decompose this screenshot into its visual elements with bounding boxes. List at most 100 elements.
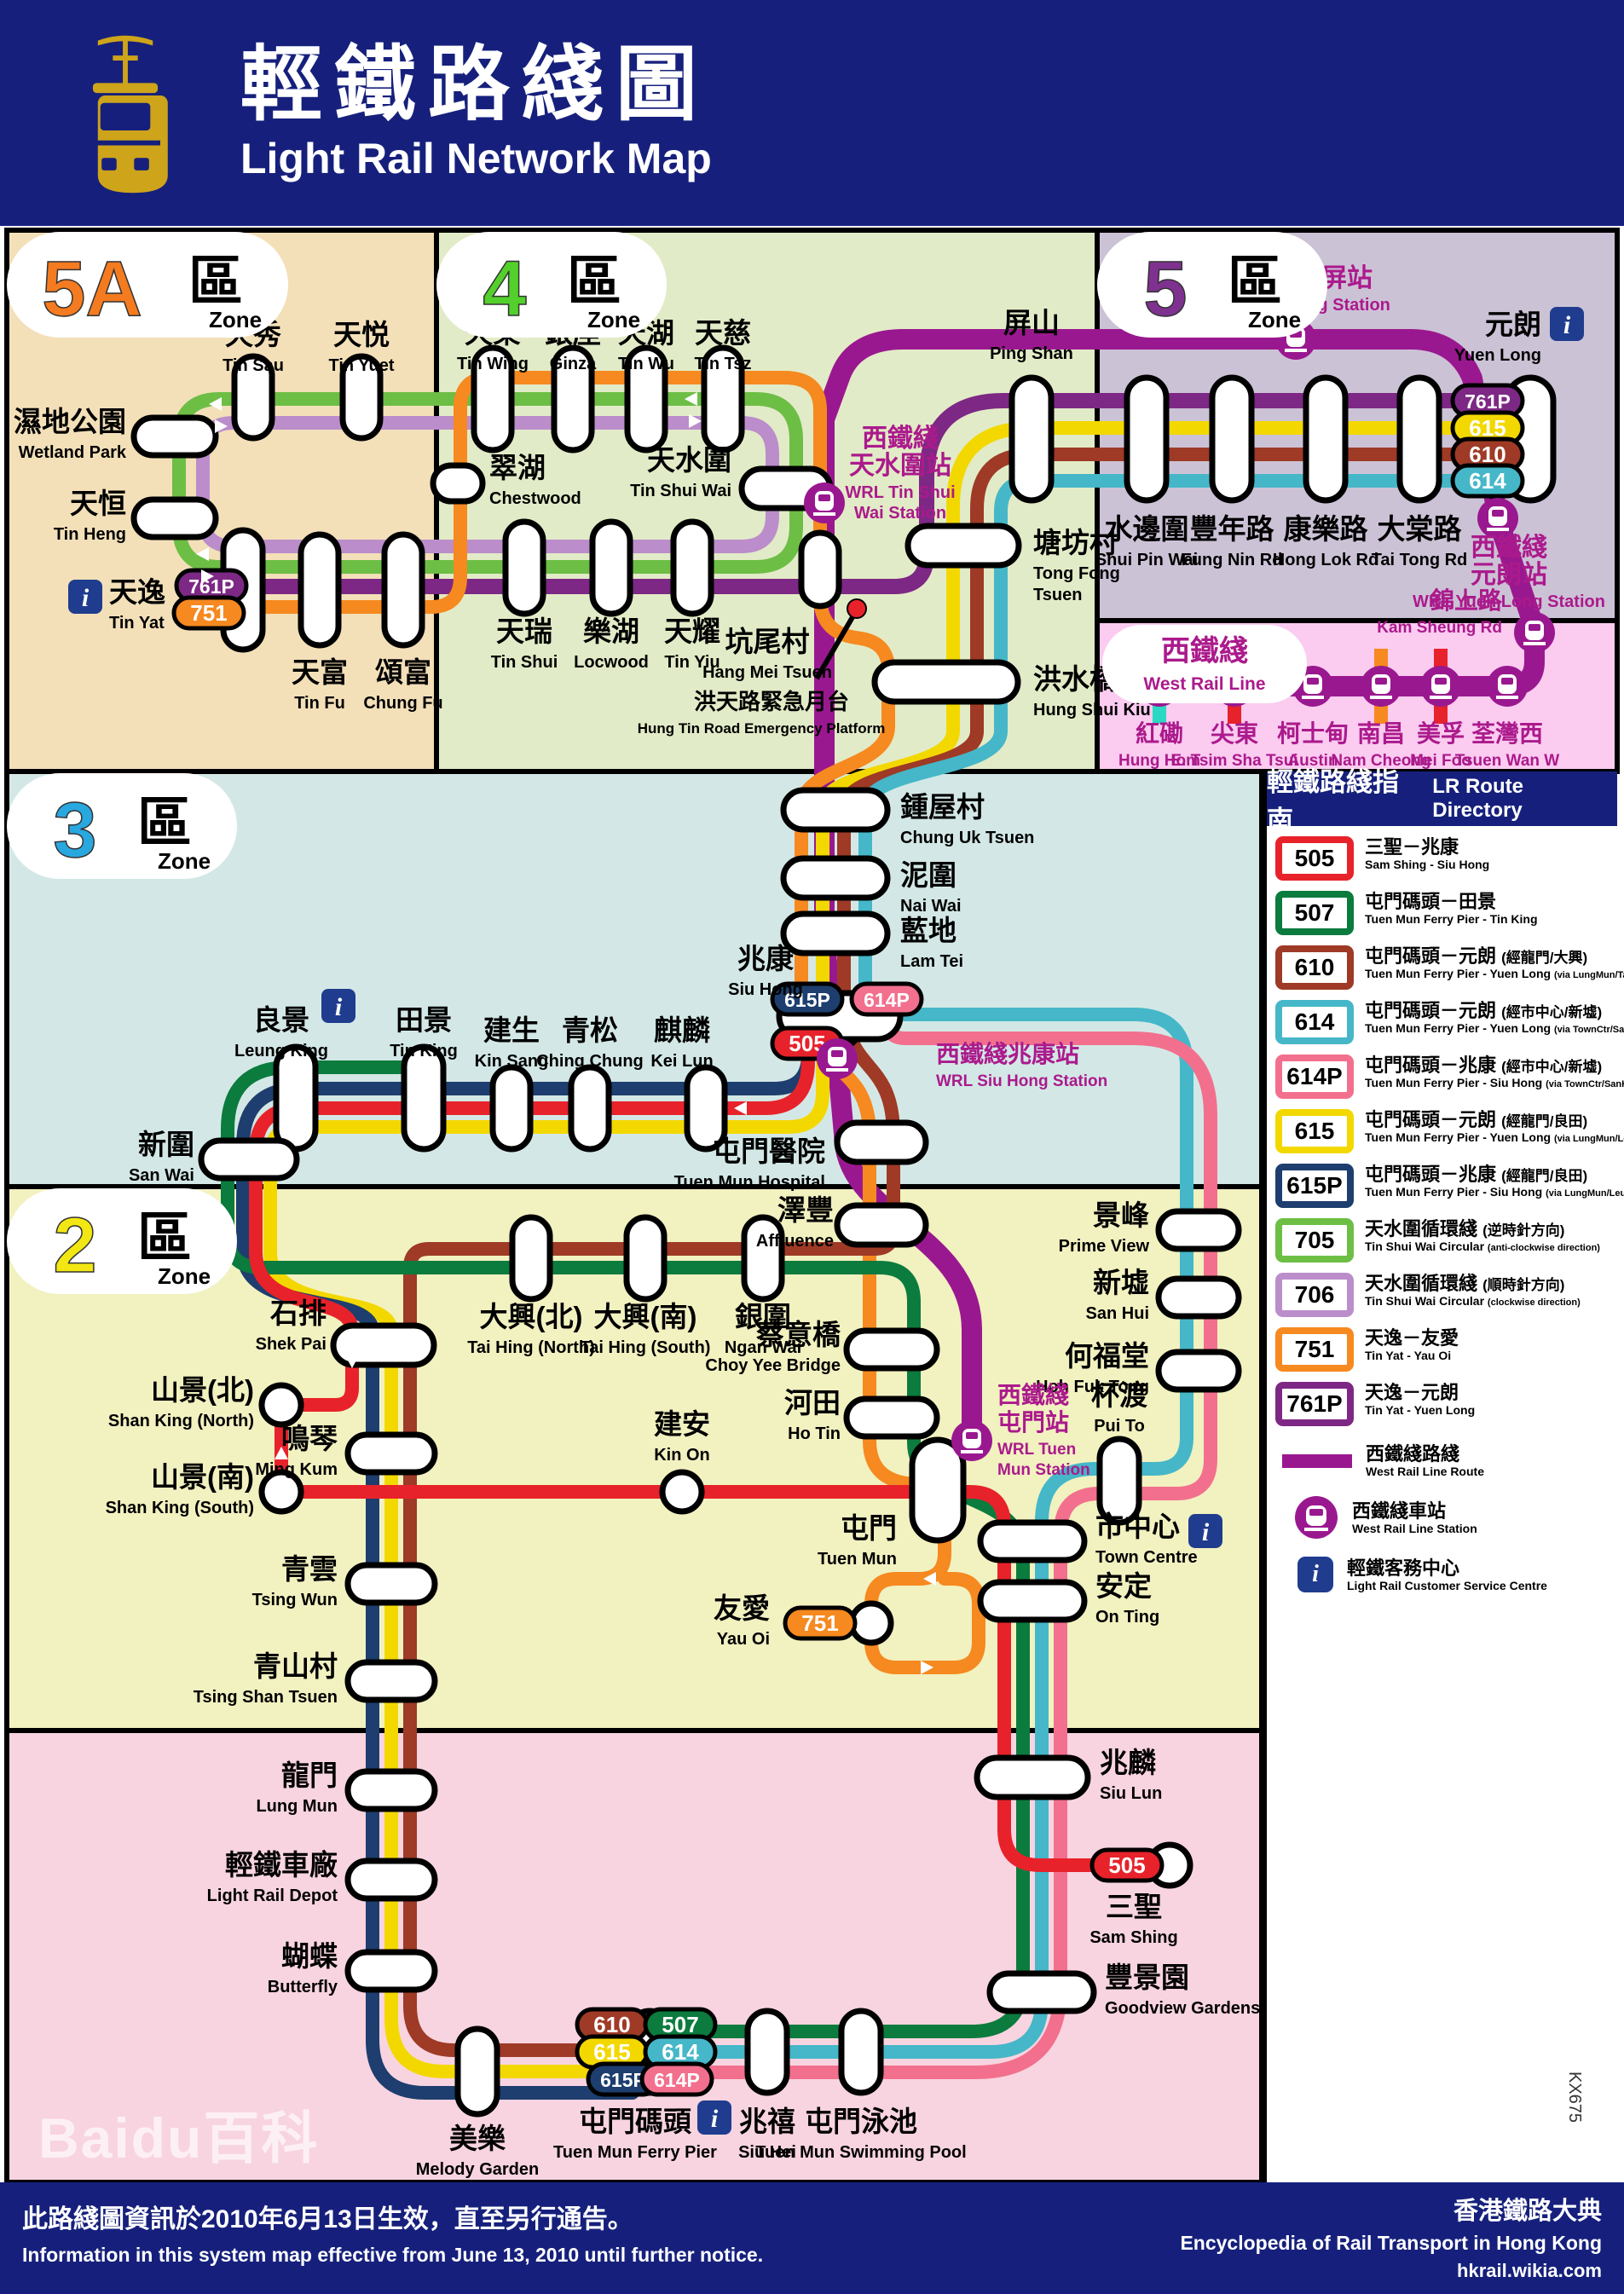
svg-text:區: 區 [137, 1207, 192, 1268]
svg-text:頌富: 頌富 [375, 656, 431, 688]
route-751-line [211, 371, 985, 1674]
wrl-station-icon [804, 482, 845, 523]
svg-text:Locwood: Locwood [574, 653, 649, 672]
svg-text:Mun Station: Mun Station [997, 1461, 1090, 1479]
route-badge-614: 614 [1275, 1000, 1354, 1044]
svg-text:Chung Fu: Chung Fu [363, 694, 442, 713]
station-kin-sang [489, 1064, 534, 1153]
source-url: hkrail.wikia.com [1457, 2260, 1602, 2281]
direction-arrow [215, 419, 228, 433]
svg-text:615P: 615P [784, 989, 830, 1011]
svg-text:Wai Station: Wai Station [854, 504, 946, 523]
svg-text:615: 615 [593, 2039, 630, 2065]
svg-text:Tin Shui: Tin Shui [491, 653, 558, 672]
svg-text:景峰: 景峰 [1093, 1199, 1149, 1231]
zone-4-badge: 4 區 Zone [436, 232, 667, 338]
svg-text:Tin Fu: Tin Fu [294, 694, 345, 713]
svg-text:西鐵綫: 西鐵綫 [1471, 533, 1547, 562]
svg-text:Yau Oi: Yau Oi [717, 1630, 770, 1649]
route-badge-705: 705 [1275, 1218, 1354, 1263]
svg-text:Lam Tei: Lam Tei [900, 952, 963, 971]
svg-text:i: i [1202, 1518, 1210, 1546]
svg-text:Hoh Fuk Tong: Hoh Fuk Tong [1036, 1378, 1149, 1396]
svg-text:Yuen Long: Yuen Long [1454, 346, 1541, 365]
svg-text:柯士甸: 柯士甸 [1277, 720, 1349, 747]
station-lam-tei [780, 910, 891, 956]
station-tin-heng [130, 496, 219, 540]
svg-text:屯門站: 屯門站 [997, 1409, 1069, 1436]
svg-text:Zone: Zone [209, 307, 262, 332]
info-icon: i [68, 580, 102, 614]
station-hung-shui-kiu [871, 659, 1021, 705]
station-tong-fong-tsuen [904, 523, 1022, 569]
svg-text:505: 505 [1108, 1852, 1145, 1878]
svg-text:Tuen Mun Hospital: Tuen Mun Hospital [674, 1173, 825, 1192]
interchange-tick [814, 615, 855, 680]
svg-text:杯渡: 杯渡 [1091, 1379, 1148, 1411]
direction-arrow [196, 547, 209, 561]
station-choy-yee-bridge [843, 1327, 940, 1372]
station-shek-pai [330, 1322, 437, 1368]
svg-text:614P: 614P [654, 2069, 700, 2091]
svg-text:615P: 615P [600, 2069, 646, 2091]
route-bubble-615P: 615P [770, 981, 845, 1017]
svg-text:青雲: 青雲 [281, 1553, 338, 1585]
svg-text:區: 區 [137, 792, 192, 853]
svg-text:西鐵綫: 西鐵綫 [1161, 635, 1248, 667]
svg-text:Siu Hong: Siu Hong [728, 980, 803, 999]
station-tin-yiu [670, 518, 714, 617]
svg-text:錦上路: 錦上路 [1430, 587, 1503, 614]
svg-text:荃灣西: 荃灣西 [1471, 720, 1543, 747]
svg-text:天耀: 天耀 [664, 615, 720, 647]
station-melody-garden [454, 2025, 500, 2118]
station-tin-sau [231, 353, 275, 442]
route-badge-615: 615 [1275, 1109, 1354, 1153]
svg-text:Ho Tin: Ho Tin [788, 1424, 841, 1443]
station-ngan-wai [741, 1214, 785, 1303]
svg-text:Zone: Zone [587, 307, 640, 332]
svg-text:何福堂: 何福堂 [1065, 1340, 1149, 1372]
svg-text:Shan King (North): Shan King (North) [108, 1412, 254, 1430]
wrl-station-mei-foo [1420, 649, 1461, 724]
svg-text:Tai Hing (South): Tai Hing (South) [581, 1338, 711, 1357]
svg-text:濕地公園: 濕地公園 [14, 406, 126, 437]
svg-text:天恒: 天恒 [70, 488, 126, 519]
svg-text:友愛: 友愛 [714, 1592, 770, 1624]
station-chung-uk-tsuen [780, 787, 891, 833]
route-bubble-615: 615 [1450, 410, 1525, 446]
station-chestwood [430, 462, 486, 505]
route-bubble-505: 505 [1089, 1847, 1165, 1883]
svg-text:610: 610 [1469, 442, 1506, 467]
svg-text:614: 614 [1469, 468, 1506, 494]
directory-title: 輕鐵路綫指南 LR Route Directory [1267, 767, 1617, 835]
route-badge-614P: 614P [1275, 1055, 1354, 1099]
svg-text:Hung Tin Road Emergency Platfo: Hung Tin Road Emergency Platform [638, 720, 886, 737]
station-tin-fu [298, 531, 342, 649]
svg-text:Tong Fong: Tong Fong [1033, 564, 1120, 583]
svg-text:Kei Lun: Kei Lun [650, 1052, 713, 1071]
svg-text:Shui Pin Wai: Shui Pin Wai [1095, 551, 1198, 569]
wrl-station-icon [817, 1038, 858, 1079]
header: 輕鐵路綫圖 Light Rail Network Map [0, 0, 1624, 226]
station-hang-mei-tsuen [798, 529, 842, 610]
svg-text:Tsuen: Tsuen [1033, 586, 1082, 604]
svg-text:美樂: 美樂 [449, 2123, 506, 2154]
svg-text:區: 區 [567, 251, 621, 312]
svg-text:Hung Shui Kiu: Hung Shui Kiu [1033, 701, 1151, 719]
wrl-station-nam-cheong [1361, 649, 1401, 724]
direction-arrow [685, 392, 697, 406]
svg-text:大興(南): 大興(南) [594, 1301, 697, 1332]
station-tuen-mun [909, 1436, 967, 1544]
svg-text:751: 751 [801, 1610, 838, 1636]
station-kin-on [659, 1469, 705, 1515]
svg-text:Kin On: Kin On [654, 1446, 710, 1465]
svg-text:元朗站: 元朗站 [1471, 561, 1547, 589]
route-615p-line [236, 1028, 815, 2100]
page-title-zh: 輕鐵路綫圖 [240, 39, 709, 131]
svg-text:4: 4 [483, 246, 526, 332]
svg-text:614P: 614P [864, 989, 910, 1011]
